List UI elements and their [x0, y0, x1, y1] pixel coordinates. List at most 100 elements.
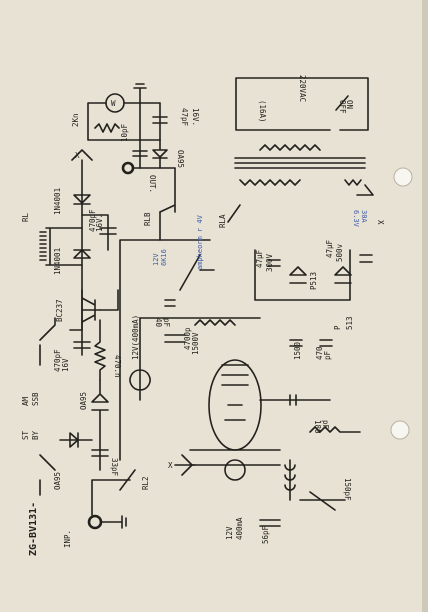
label-10pf: 10pF: [120, 123, 129, 142]
filament-winding: [344, 179, 362, 186]
switch-am-ssb: [39, 317, 56, 366]
label-inp: INP.: [63, 530, 72, 548]
input-coil: [284, 459, 296, 501]
label-47uf-2: 47µF: [325, 239, 334, 258]
label-on: ON: [345, 100, 354, 109]
label-33pf: 33pF: [110, 458, 119, 477]
diode-1n4001-a: [73, 194, 91, 205]
handwritten-notes: 12V 6K16 ampheorm r 4V 6.3V 30A: [152, 210, 368, 270]
meter-12v: [129, 317, 151, 401]
diode-oa95-low: [59, 432, 93, 448]
cap-180pf: [259, 394, 331, 406]
power-switch: [335, 95, 349, 111]
relay-driver-section: X 1N4001 470pF 16V. 1N4001 RL BC237 470p…: [21, 149, 150, 548]
label-180: 180: [313, 420, 322, 434]
cap-40pf: [164, 299, 176, 307]
relay-rlb-contact: [159, 167, 176, 213]
label-oa95-low: OA95: [53, 472, 62, 490]
label-am: AM: [21, 396, 30, 406]
label-47pf: 47pF: [180, 108, 189, 127]
label-300v: 300V: [265, 253, 274, 272]
cap-470pf-mid: [69, 329, 91, 356]
label-fuse: (16A): [258, 100, 267, 123]
label-off: OFF: [338, 100, 347, 114]
mains-loop: [235, 77, 369, 131]
transistor-bc237: [81, 289, 101, 331]
cap-470pf-top: [81, 214, 117, 251]
label-rlb: RLB: [143, 212, 152, 226]
label-rla: RLA: [218, 214, 227, 228]
label-1n4001-b: 1N4001: [53, 248, 62, 275]
label-56pf: 56pF: [261, 525, 270, 544]
x-mid-terminal: [174, 454, 196, 476]
tank-coil: [139, 317, 261, 326]
label-rl: RL: [21, 212, 30, 222]
label-470pf-mid: 470pF: [53, 349, 62, 372]
resistor-2k: [94, 123, 120, 133]
cap-1500-470: [289, 339, 333, 347]
label-47uf: 47µF: [255, 249, 264, 268]
coil-output: [309, 426, 361, 433]
label-rl2: RL2: [141, 476, 150, 490]
label-180-pf: pF: [321, 420, 330, 430]
meter-section: W 2Kn 47pF 16V. 10pF OA95 OUT. RLB: [71, 83, 200, 461]
diode-p513-a: [289, 266, 307, 284]
hv-supply-section: (16A) 220VAC OFF ON X RLA 47µF 300V P513…: [218, 75, 385, 360]
cap-4700p: [164, 334, 186, 343]
punch-hole-bottom: [390, 420, 410, 440]
cap-10pf: [132, 139, 148, 169]
ground-inp: [100, 515, 127, 529]
cathode-lines: [189, 449, 281, 466]
punch-hole-top: [393, 167, 413, 187]
label-by: BY: [31, 430, 40, 440]
relay-rl2-contact: [91, 469, 136, 516]
diode-oa95-top: [152, 139, 168, 169]
note-30a: 30A: [360, 210, 368, 223]
diode-p513-b: [334, 266, 352, 284]
label-470n: 470.n: [113, 355, 122, 378]
label-513: 513: [345, 316, 354, 330]
label-x-right: X: [376, 220, 385, 225]
label-st: ST: [21, 430, 30, 440]
label-470-pf: pF: [323, 350, 332, 360]
label-1500v: 1500V: [191, 332, 200, 355]
label-p: P: [333, 325, 342, 330]
label-bc237: BC237: [55, 299, 64, 322]
meter-w-label: W: [111, 99, 116, 108]
relay-rl-coil: [39, 227, 83, 266]
label-500v: 500v: [335, 243, 344, 262]
label-4700p: 4700p: [183, 327, 192, 350]
label-16v-top: 16V.: [95, 214, 104, 232]
cap-56pf: [259, 519, 281, 527]
relay-rla-contact: [227, 204, 241, 223]
label-16v-mid: 16V: [61, 358, 70, 372]
tube-electrodes: [221, 364, 249, 421]
label-ssb: SSB: [31, 392, 40, 406]
label-16v: 16V.: [191, 108, 200, 126]
variable-cap-tune: [159, 239, 215, 291]
note-12v: 12V: [152, 253, 160, 266]
label-p513: P513: [309, 272, 318, 290]
transformer-primary: [259, 144, 321, 151]
label-meter-12v: 12V(400mA): [131, 315, 140, 360]
label-oa95-top: OA95: [176, 150, 185, 168]
label-150pf: 150pF: [343, 478, 352, 501]
diode-oa95-mid: [91, 379, 109, 471]
resistor-470: [94, 319, 106, 381]
label-400ma: 400mA: [235, 517, 244, 540]
label-470: 470: [315, 346, 324, 360]
label-40-pf: pF: [162, 318, 171, 328]
label-12v-supply: 12V: [225, 526, 234, 540]
label-40: 40: [154, 318, 163, 328]
variable-cap-150pf: [299, 491, 346, 511]
document-id: ZG-BV131-: [28, 502, 39, 556]
ground-meter: [133, 83, 147, 104]
label-1500: 1500: [293, 341, 302, 360]
label-x-top: X: [75, 151, 80, 160]
cap-33pf: [91, 449, 109, 457]
tube-stage: 40 pF 12V(400mA) 4700p 1500V X 180 pF 15…: [129, 239, 361, 544]
transformer-secondary: [239, 179, 301, 186]
cap-47pf: [152, 102, 168, 141]
label-1n4001-a: 1N4001: [53, 188, 62, 215]
